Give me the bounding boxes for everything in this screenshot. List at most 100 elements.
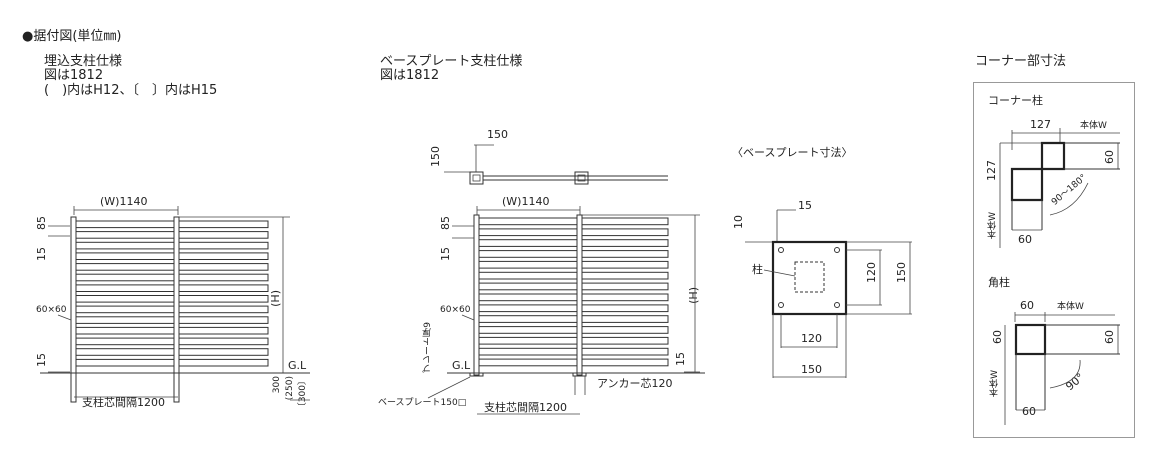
left-slat [178, 273, 269, 282]
square-body-w-top: 本体W [1057, 302, 1084, 312]
middle-slat [478, 315, 578, 323]
left-slat [75, 231, 175, 239]
page-heading: ●据付図(単位㎜) [22, 29, 122, 44]
corner-post-title: コーナー柱 [988, 94, 1043, 107]
bolt-hole-1 [778, 247, 784, 253]
square-post-shape [1014, 323, 1047, 356]
middle-slat [581, 250, 669, 258]
left-slat [178, 305, 269, 314]
middle-slat [581, 347, 669, 356]
middle-base-plate-1 [469, 372, 484, 377]
middle-slat [581, 271, 669, 280]
middle-slat [478, 228, 578, 237]
plate-dim-120-h: 120 [801, 332, 822, 345]
middle-slat [581, 260, 669, 269]
square-post-diagram [1004, 312, 1120, 425]
left-pitch: 支柱芯間隔1200 [82, 396, 165, 409]
square-dim-60-bottom: 60 [1022, 405, 1036, 418]
middle-slat [581, 293, 669, 302]
left-slat [178, 220, 269, 229]
middle-slat [478, 336, 578, 345]
middle-slat [581, 228, 669, 237]
middle-slat [478, 304, 578, 313]
left-post-1 [70, 216, 77, 403]
bolt-hole-2 [834, 247, 840, 253]
middle-width-label: (W)1140 [502, 195, 550, 208]
plate-post-label: 柱 [752, 263, 763, 276]
corner-dim-127-top: 127 [1030, 118, 1051, 131]
middle-slat [478, 282, 578, 291]
corner-title: コーナー部寸法 [975, 54, 1067, 69]
left-figure-note: 図は1812 [44, 68, 104, 83]
post-outline [794, 261, 825, 293]
left-gl: G.L [288, 359, 307, 372]
middle-gl: G.L [452, 359, 471, 372]
middle-slat [581, 315, 669, 323]
left-slat [178, 252, 269, 260]
left-slat [75, 348, 175, 356]
left-post-size: 60×60 [36, 305, 67, 315]
left-slat [178, 231, 269, 239]
left-slat [75, 252, 175, 260]
base-plate-detail [745, 209, 912, 378]
left-slat [178, 326, 269, 335]
middle-post-size: 60×60 [440, 305, 471, 315]
left-slat [75, 358, 175, 367]
middle-title: ベースプレート支柱仕様 [380, 54, 523, 69]
middle-slat [478, 239, 578, 247]
left-slat [75, 263, 175, 271]
left-slat [178, 241, 269, 250]
left-width-label: (W)1140 [100, 195, 148, 208]
corner-frame [973, 82, 1135, 438]
left-slat [178, 295, 269, 303]
middle-slat [478, 250, 578, 258]
middle-slat [581, 358, 669, 367]
left-slat [75, 305, 175, 314]
left-slat [75, 295, 175, 303]
corner-post-diagram [999, 128, 1120, 248]
middle-slats [478, 217, 669, 367]
left-paren-note: ( )内はH12、〔 〕内はH15 [44, 83, 218, 98]
bolt-hole-4 [834, 302, 840, 308]
middle-post-1 [473, 214, 480, 376]
left-fence-elevation [40, 206, 310, 403]
middle-figure-note: 図は1812 [380, 68, 440, 83]
middle-slat [581, 217, 669, 226]
left-slat [178, 263, 269, 271]
left-slat [75, 241, 175, 250]
middle-slat [478, 347, 578, 356]
middle-plan-view [444, 144, 668, 185]
left-slat [75, 220, 175, 229]
middle-base-plate-2 [572, 372, 587, 377]
left-slat [178, 284, 269, 292]
left-title: 埋込支柱仕様 [44, 54, 123, 69]
middle-slat [581, 282, 669, 291]
left-slat [75, 316, 175, 324]
plate-dim-150-h: 150 [801, 363, 822, 376]
left-slats [75, 220, 269, 367]
corner-dim-60-bottom: 60 [1018, 233, 1032, 246]
middle-anchor: アンカー芯120 [597, 377, 673, 390]
bolt-hole-3 [778, 302, 784, 308]
left-slat [178, 348, 269, 356]
square-post-title: 角柱 [988, 276, 1010, 289]
middle-slat [581, 304, 669, 313]
plate-title: 〈ベースプレート寸法〉 [732, 146, 853, 159]
middle-slat [478, 293, 578, 302]
left-slat [178, 358, 269, 367]
left-post-2 [173, 216, 180, 403]
square-dim-60-top: 60 [1020, 299, 1034, 312]
middle-slat [478, 326, 578, 334]
middle-slat [581, 239, 669, 247]
left-slat [75, 284, 175, 292]
middle-slat [478, 260, 578, 269]
left-slat [75, 326, 175, 335]
left-slat [178, 337, 269, 346]
base-plate-square [771, 240, 848, 316]
middle-plan-150-h: 150 [487, 128, 508, 141]
corner-body-w-top: 本体W [1080, 121, 1107, 131]
plan-plate-1 [469, 171, 484, 185]
left-slat [75, 337, 175, 346]
plan-plate-2 [574, 171, 589, 185]
